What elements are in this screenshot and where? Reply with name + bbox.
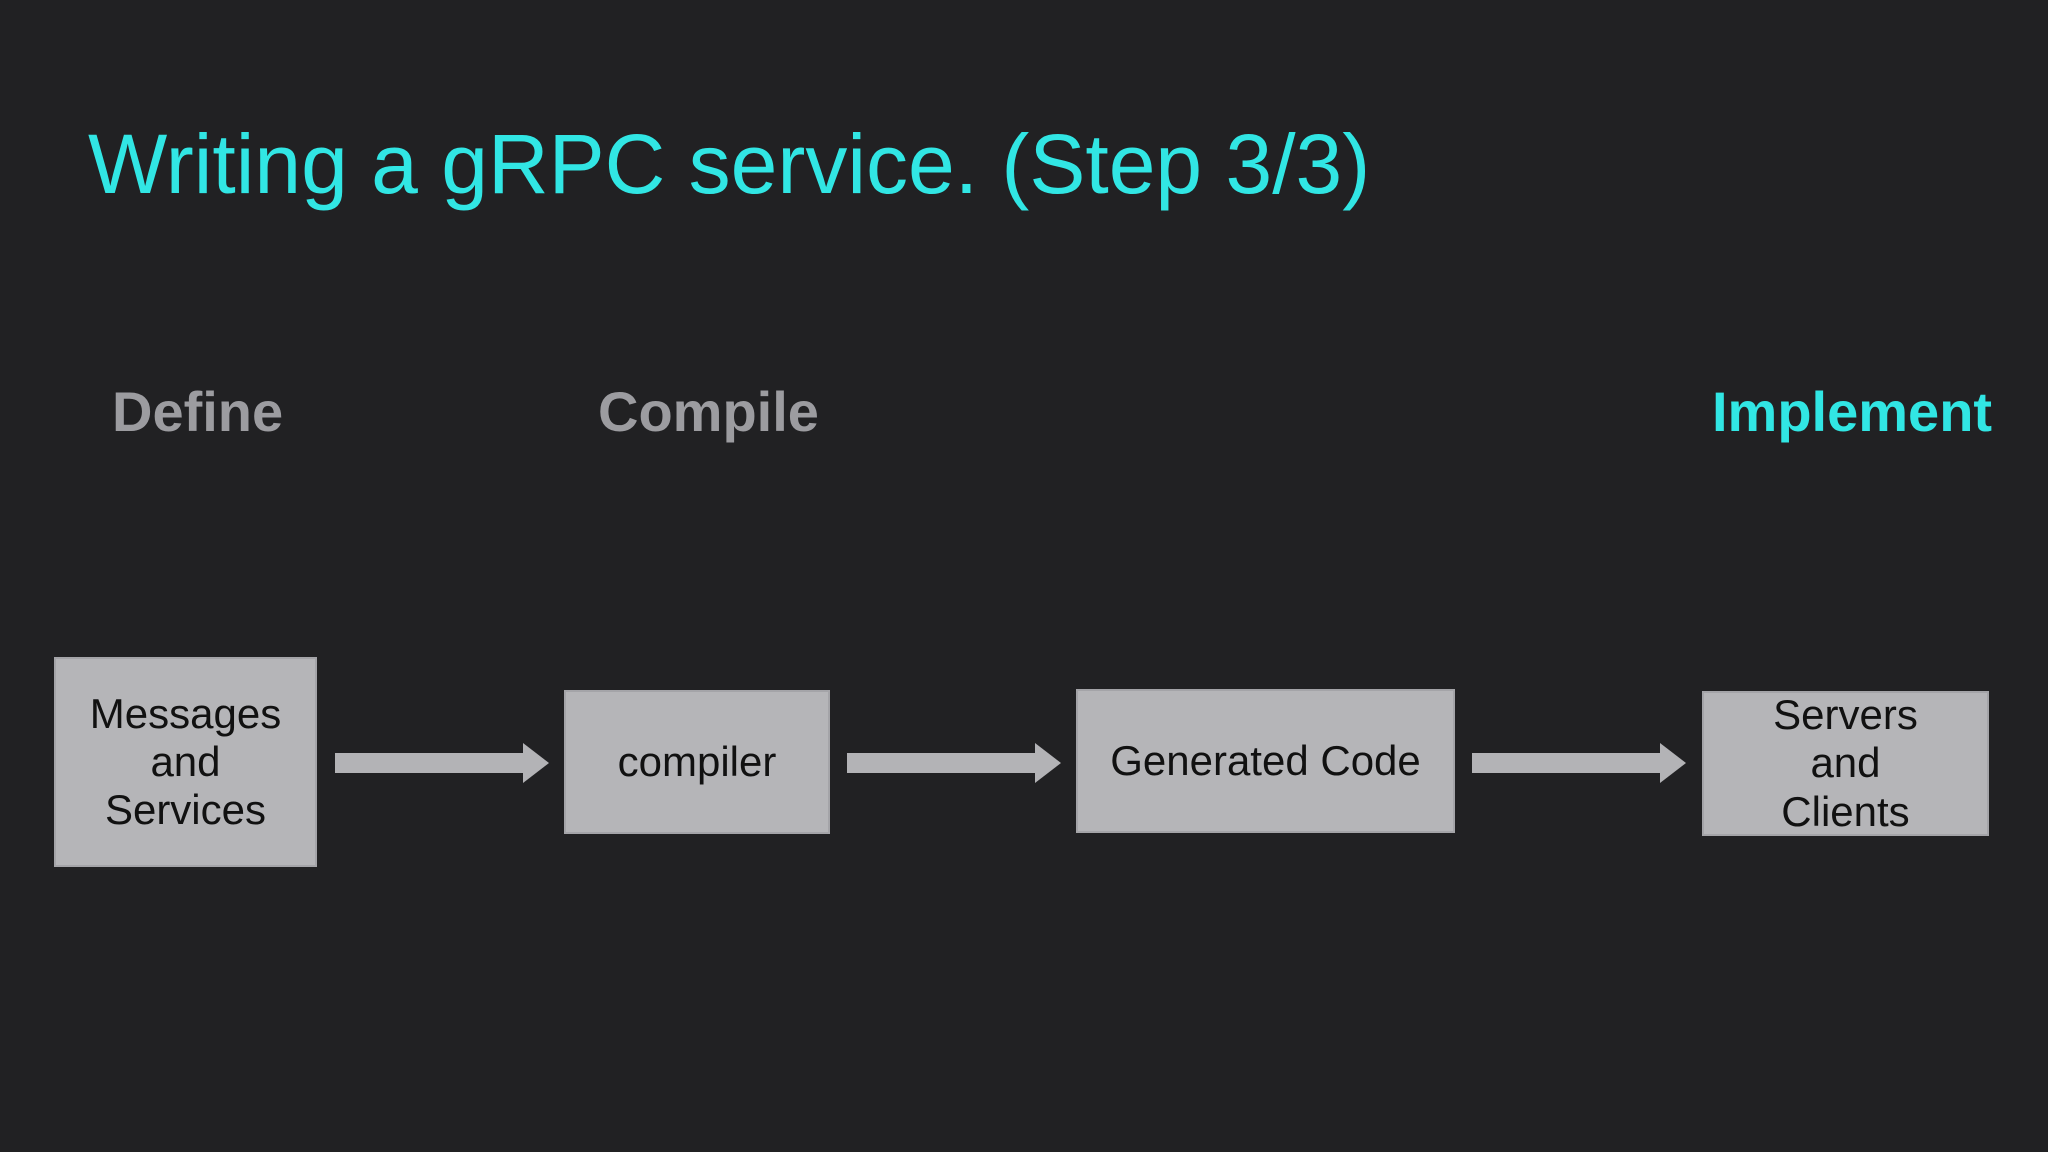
slide-title: Writing a gRPC service. (Step 3/3): [88, 117, 1371, 211]
flow-node-label-generated-code: Generated Code: [1110, 736, 1421, 784]
flow-arrow-define-to-compile: [335, 743, 549, 783]
flow-node-messages-and-services: Messages and Services: [54, 657, 317, 867]
flow-node-label-compiler: compiler: [617, 737, 777, 785]
stage-label-define: Define: [112, 380, 284, 443]
arrow-shaft: [335, 753, 523, 773]
flow-arrow-generated-to-implement: [1472, 743, 1686, 783]
flow-node-generated-code: Generated Code: [1076, 689, 1455, 833]
flow-node-label-servers-and-clients: Servers and Clients: [1773, 691, 1918, 835]
flow-node-servers-and-clients: Servers and Clients: [1702, 691, 1989, 836]
arrow-head-icon: [523, 743, 549, 783]
arrow-head-icon: [1660, 743, 1686, 783]
arrow-head-icon: [1035, 743, 1061, 783]
stage-label-compile: Compile: [598, 380, 819, 443]
flow-node-label-messages-and-services: Messages and Services: [89, 689, 282, 834]
flow-node-compiler: compiler: [564, 690, 830, 834]
arrow-shaft: [847, 753, 1035, 773]
stage-label-implement: Implement: [1712, 380, 1993, 443]
arrow-shaft: [1472, 753, 1660, 773]
flow-arrow-compile-to-generated: [847, 743, 1061, 783]
